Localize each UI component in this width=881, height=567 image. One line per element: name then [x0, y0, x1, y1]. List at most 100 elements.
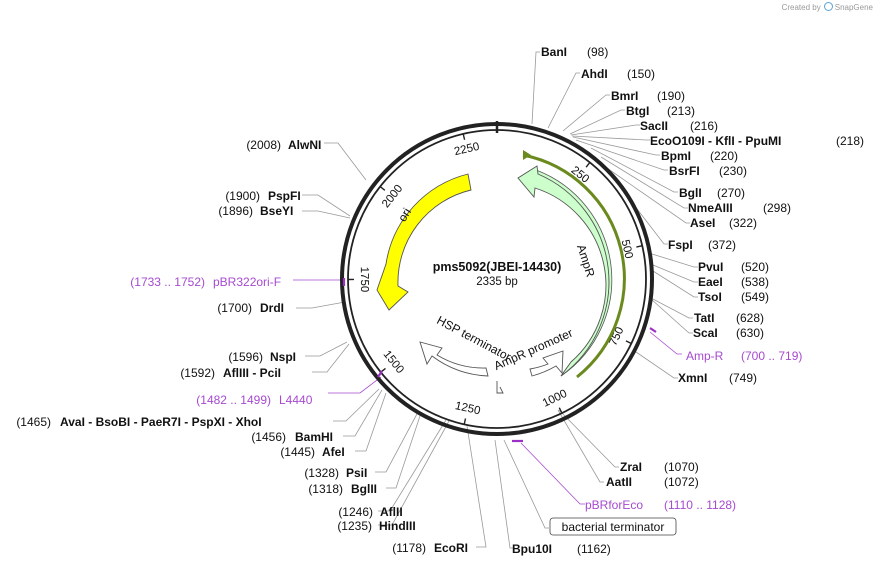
site-afliii: AflIII - PciI — [223, 366, 281, 380]
tick-mark-250 — [585, 162, 591, 168]
site-drdi: DrdI — [260, 301, 284, 315]
site-sacii-pos: (216) — [690, 119, 718, 133]
site-psii: PsiI — [346, 466, 367, 480]
site-btgi: BtgI — [626, 104, 649, 118]
bacterial-terminator-box — [549, 517, 677, 536]
site-asei-pos: (322) — [729, 216, 757, 230]
site-alwni-pos: (2008) — [246, 138, 281, 152]
site-bpmi-pos: (220) — [710, 149, 738, 163]
site-eaei: EaeI — [698, 275, 723, 289]
primer-ampr-name: Amp-R — [686, 349, 724, 363]
site-sacii: SacII — [640, 119, 668, 133]
tick-mark-1000 — [558, 407, 563, 414]
site-bpu10i: Bpu10I — [512, 542, 552, 556]
ampr-region-arrowhead — [523, 150, 531, 160]
site-pvui: PvuI — [698, 260, 723, 274]
tick-mark-750 — [625, 340, 632, 345]
primer-pbr322ori-name: pBR322ori-F — [213, 275, 281, 289]
primer-pbr322ori-range: (1733 .. 1752) — [130, 275, 205, 289]
site-aflii: AflII — [380, 505, 403, 519]
site-hindiii-pos: (1235) — [337, 519, 372, 533]
site-tati: TatI — [694, 311, 714, 325]
site-ahdi-pos: (150) — [627, 67, 655, 81]
site-nmeaiii: NmeAIII — [688, 201, 733, 215]
site-zrai: ZraI — [620, 460, 642, 474]
site-eco109i-pos: (218) — [836, 134, 864, 148]
site-bmri-pos: (190) — [657, 89, 685, 103]
site-ahdi: AhdI — [581, 67, 608, 81]
site-bseyi: BseYI — [260, 204, 293, 218]
primer-leaders — [293, 279, 682, 505]
primer-ampr-range: (700 .. 719) — [741, 349, 802, 363]
ori-label: ori — [395, 206, 414, 225]
site-asei: AseI — [690, 216, 715, 230]
site-drdi-pos: (1700) — [217, 301, 252, 315]
site-xmni-pos: (749) — [729, 371, 757, 385]
site-tsoi-pos: (549) — [741, 290, 769, 304]
ori-feature — [376, 173, 472, 311]
hsp-terminator-feature — [419, 341, 489, 377]
primer-pbrforeco-range: (1110 .. 1128) — [664, 498, 736, 512]
site-bglii: BglII — [351, 482, 377, 496]
plasmid-name: pms5092(JBEI-14430) — [433, 260, 562, 274]
ampr-region-line — [522, 153, 626, 379]
site-fspi: FspI — [668, 238, 693, 252]
primer-l4440-range: (1482 .. 1499) — [196, 393, 271, 407]
right-site-labels: BanI (98) AhdI (150) BmrI (190) BtgI (21… — [512, 45, 864, 556]
ampr-label: AmpR — [574, 243, 598, 279]
site-avai: AvaI - BsoBI - PaeR7I - PspXI - XhoI — [60, 415, 262, 429]
bacterial-terminator-leader — [503, 439, 549, 529]
site-bamhi: BamHI — [295, 430, 333, 444]
site-aflii-pos: (1246) — [338, 505, 373, 519]
site-ecori: EcoRI — [434, 541, 468, 555]
site-aatii-pos: (1072) — [664, 475, 699, 489]
site-pvui-pos: (520) — [741, 260, 769, 274]
bacterial-terminator-mark — [496, 381, 504, 394]
left-site-labels: (2008) AlwNI (1900) PspFI (1896) BseYI (… — [16, 138, 468, 555]
site-ecori-pos: (1178) — [392, 541, 426, 555]
credit-brand: SnapGene — [834, 3, 873, 12]
site-bani-pos: (98) — [587, 45, 608, 59]
primer-pbrforeco-name: pBRforEco — [585, 498, 643, 512]
site-bsrfi-pos: (230) — [719, 164, 747, 178]
site-tsoi: TsoI — [698, 290, 722, 304]
snapgene-credit: Created by SnapGene — [782, 2, 873, 12]
tick-label-1000: 1000 — [541, 388, 569, 410]
site-psii-pos: (1328) — [304, 466, 339, 480]
site-aatii: AatII — [606, 475, 632, 489]
site-eaei-pos: (538) — [741, 275, 769, 289]
tick-label-1500: 1500 — [381, 349, 406, 376]
credit-prefix: Created by — [781, 3, 821, 12]
site-bpmi: BpmI — [661, 149, 691, 163]
site-hindiii: HindIII — [379, 519, 416, 533]
tick-mark-500 — [636, 245, 643, 248]
ampr-feature — [517, 165, 610, 377]
site-btgi-pos: (213) — [667, 104, 695, 118]
site-pspfi-pos: (1900) — [225, 189, 260, 203]
site-bglii-pos: (1318) — [308, 482, 343, 496]
bacterial-terminator-label: bacterial terminator — [562, 520, 665, 534]
tick-label-1250: 1250 — [454, 400, 482, 417]
site-bgli-pos: (270) — [717, 186, 745, 200]
tick-mark-1250 — [463, 418, 467, 425]
primer-marks — [342, 278, 657, 443]
site-afei: AfeI — [322, 445, 345, 459]
site-scai: ScaI — [693, 326, 718, 340]
site-xmni: XmnI — [678, 371, 707, 385]
ampr-promoter-feature — [529, 350, 564, 377]
site-afei-pos: (1445) — [280, 445, 315, 459]
site-alwni: AlwNI — [288, 138, 321, 152]
site-afliii-pos: (1592) — [180, 366, 215, 380]
primer-l4440-name: L4440 — [279, 393, 313, 407]
site-nspi-pos: (1596) — [228, 350, 263, 364]
site-bseyi-pos: (1896) — [218, 204, 253, 218]
site-zrai-pos: (1070) — [664, 460, 699, 474]
tick-label-1750: 1750 — [358, 267, 370, 293]
site-nspi: NspI — [270, 350, 296, 364]
site-fspi-pos: (372) — [708, 238, 736, 252]
tick-mark-2000 — [379, 185, 386, 191]
site-scai-pos: (630) — [736, 326, 764, 340]
site-bmri: BmrI — [611, 89, 638, 103]
snapgene-logo-icon — [823, 2, 833, 11]
